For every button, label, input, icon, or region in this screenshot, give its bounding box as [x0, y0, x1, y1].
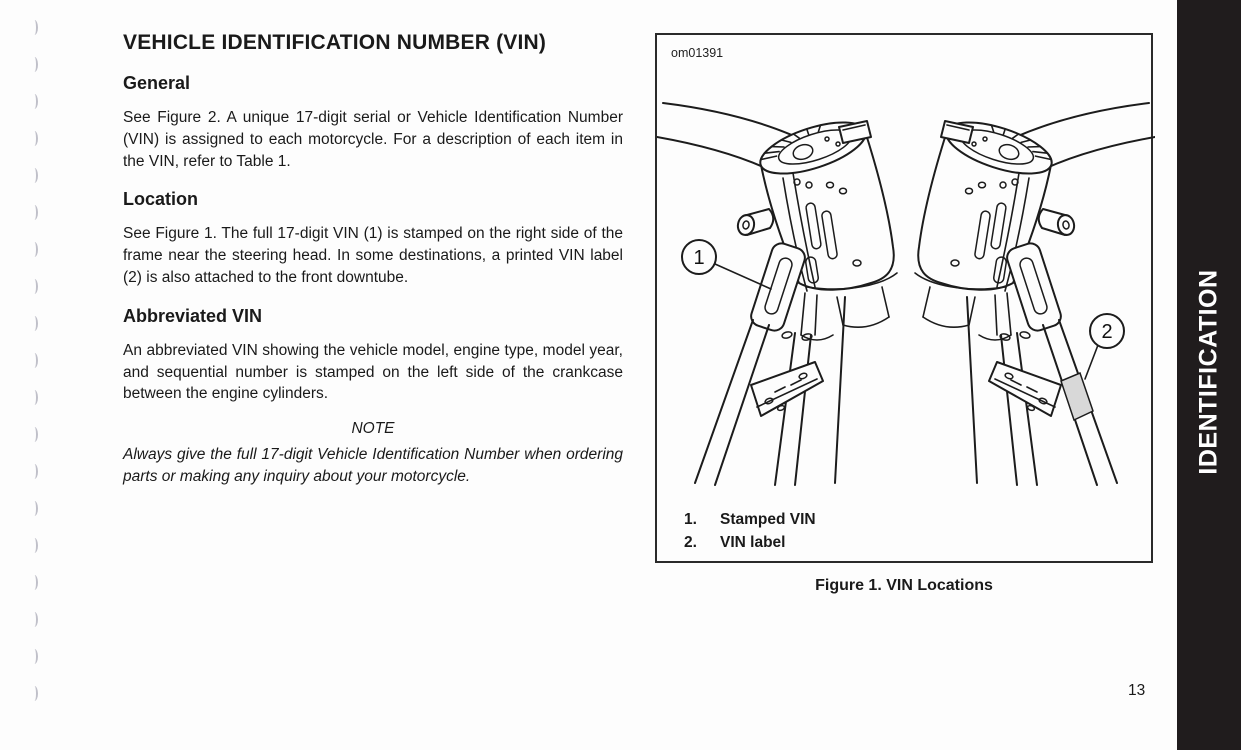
svg-text:1: 1 [693, 247, 704, 269]
figure-caption: Figure 1. VIN Locations [815, 577, 993, 594]
chapter-tab-identification: IDENTIFICATION [1177, 0, 1241, 750]
figure-1-box: 1 2 om01391 1. Stamped VIN 2. VIN label [655, 33, 1155, 563]
section-heading-abbreviated-vin: Abbreviated VIN [123, 305, 263, 326]
legend-item-1-number: 1. [684, 511, 697, 528]
spiral-binding-marks [31, 20, 41, 723]
callout-1-stamped-vin: 1 [681, 239, 772, 290]
steering-head-right-side-view [657, 102, 898, 486]
note-body: Always give the full 17-digit Vehicle Id… [123, 446, 623, 485]
section-body-location: See Figure 1. The full 17-digit VIN (1) … [123, 225, 623, 286]
vin-label-patch [1060, 371, 1094, 422]
legend-item-2-number: 2. [684, 534, 697, 551]
legend-item-1-label: Stamped VIN [720, 511, 816, 528]
figure-image-code: om01391 [671, 46, 724, 60]
page-title: VEHICLE IDENTIFICATION NUMBER (VIN) [123, 31, 547, 54]
page-number: 13 [1128, 682, 1146, 699]
section-body-abbreviated-vin: An abbreviated VIN showing the vehicle m… [123, 341, 623, 403]
note-label: NOTE [351, 420, 395, 438]
legend-item-2: 2. VIN label [657, 531, 1151, 554]
svg-text:2: 2 [1101, 321, 1112, 343]
steering-head-left-side-view [914, 102, 1155, 486]
section-heading-general: General [123, 73, 191, 93]
section-body-general: See Figure 2. A unique 17-digit serial o… [123, 109, 623, 170]
manual-text-column: VEHICLE IDENTIFICATION NUMBER (VIN) Gene… [123, 30, 623, 488]
vin-locations-illustration: 1 2 [657, 102, 1155, 486]
chapter-tab-label: IDENTIFICATION [1194, 269, 1223, 475]
legend-item-1: 1. Stamped VIN [657, 508, 1151, 531]
legend-item-2-label: VIN label [720, 534, 786, 551]
callout-2-vin-label: 2 [1084, 313, 1125, 380]
section-heading-location: Location [123, 189, 198, 210]
figure-legend: 1. Stamped VIN 2. VIN label [657, 508, 1151, 554]
